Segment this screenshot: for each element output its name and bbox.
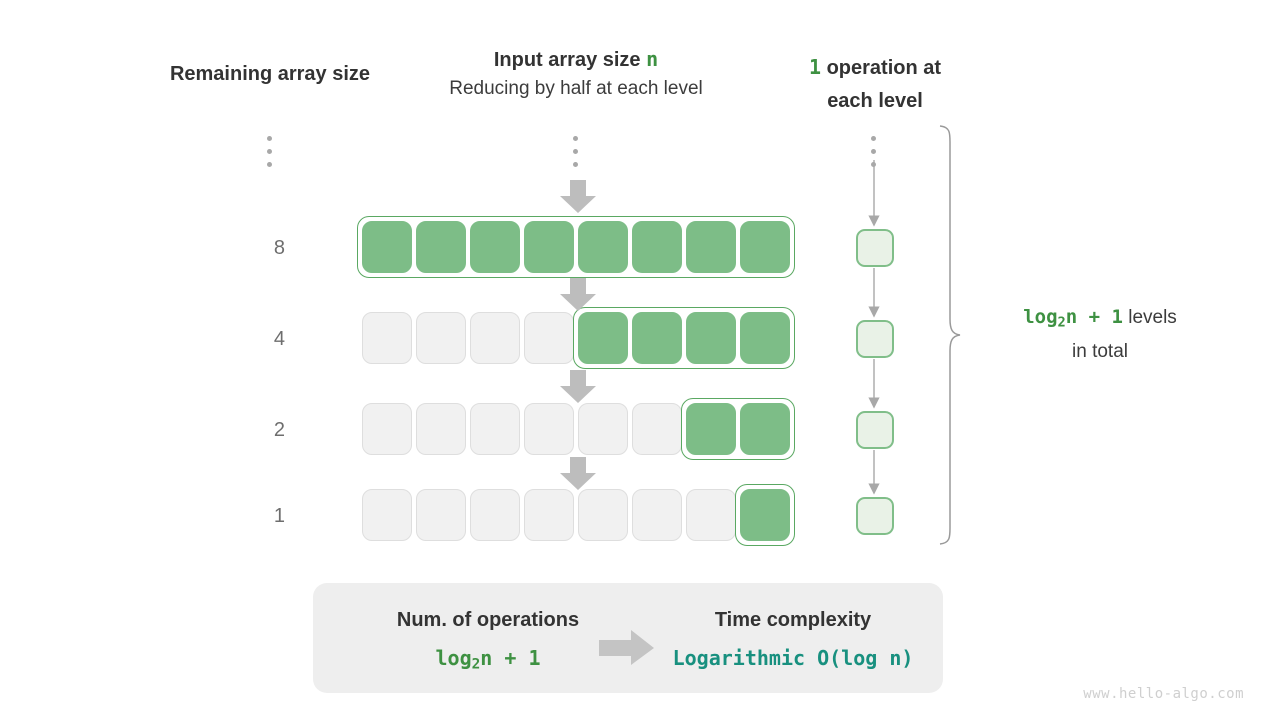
total-levels-text: log2n + 1 levels in total	[975, 303, 1225, 366]
array-cell-empty	[686, 489, 736, 541]
summary-complexity-value: Logarithmic O(log n)	[672, 646, 914, 670]
array-cell-active	[578, 221, 628, 273]
header-reducing-by-half: Reducing by half at each level	[449, 78, 703, 99]
header-operations-per-level: 1 operation at each level	[775, 51, 975, 118]
summary-operations-column: Num. of operations log2n + 1	[338, 609, 638, 673]
array-cell-active	[686, 221, 736, 273]
summary-operations-value: log2n + 1	[435, 646, 541, 673]
array-cell-empty	[416, 489, 466, 541]
down-arrow-to-level-1	[558, 457, 598, 491]
total-levels-line2: in total	[1072, 341, 1128, 363]
ellipsis-dots-middle	[573, 136, 581, 175]
array-cell-empty	[578, 489, 628, 541]
array-cell-empty	[416, 403, 466, 455]
operation-box-level-4	[856, 320, 894, 358]
array-cell-active	[740, 221, 790, 273]
down-arrow-to-level-2	[558, 370, 598, 404]
total-levels-formula: log2n + 1	[1023, 306, 1123, 331]
array-cell-active	[632, 312, 682, 364]
array-cell-empty	[524, 489, 574, 541]
summary-complexity-column: Time complexity Logarithmic O(log n)	[643, 609, 943, 670]
array-cell-empty	[524, 312, 574, 364]
row-label-1: 1	[273, 505, 285, 527]
array-cell-empty	[362, 403, 412, 455]
array-cell-empty	[470, 489, 520, 541]
row-label-2: 2	[273, 419, 285, 441]
array-cell-active	[740, 403, 790, 455]
header-remaining-array-size: Remaining array size	[169, 63, 371, 85]
array-cell-active	[416, 221, 466, 273]
array-cell-active	[524, 221, 574, 273]
array-cell-empty	[416, 312, 466, 364]
array-cell-empty	[362, 489, 412, 541]
array-cell-active	[632, 221, 682, 273]
array-cell-empty	[578, 403, 628, 455]
array-cell-empty	[470, 312, 520, 364]
header-operation-line1: operation at	[821, 57, 942, 79]
header-input-array-size-label: Input array size	[493, 49, 647, 71]
down-arrow-to-level-8	[558, 180, 598, 214]
array-cell-empty	[632, 403, 682, 455]
summary-panel: Num. of operations log2n + 1 Time comple…	[313, 583, 943, 693]
header-input-array-size-var: n	[646, 47, 659, 71]
summary-complexity-title: Time complexity	[714, 609, 872, 631]
array-cell-active	[740, 312, 790, 364]
array-cell-active	[686, 403, 736, 455]
summary-operations-title: Num. of operations	[396, 609, 580, 631]
array-cell-active	[470, 221, 520, 273]
array-cell-empty	[362, 312, 412, 364]
array-cell-active	[578, 312, 628, 364]
row-label-8: 8	[273, 237, 285, 259]
summary-implies-arrow	[599, 630, 655, 666]
total-levels-brace	[939, 125, 961, 545]
array-cell-active	[740, 489, 790, 541]
operation-box-level-2	[856, 411, 894, 449]
array-cell-empty	[632, 489, 682, 541]
row-label-4: 4	[273, 328, 285, 350]
array-cell-empty	[524, 403, 574, 455]
operation-box-level-8	[856, 229, 894, 267]
watermark: www.hello-algo.com	[1083, 686, 1244, 702]
ellipsis-dots-left	[267, 136, 275, 175]
total-levels-suffix: levels	[1122, 307, 1177, 328]
down-arrow-to-level-4	[558, 278, 598, 312]
array-cell-active	[362, 221, 412, 273]
array-cell-active	[686, 312, 736, 364]
header-operation-count: 1	[808, 55, 822, 79]
operation-connector-arrows	[868, 160, 880, 495]
header-operation-line2: each level	[827, 90, 923, 112]
array-cell-empty	[470, 403, 520, 455]
header-input-array-size: Input array size n	[416, 47, 736, 72]
operation-box-level-1	[856, 497, 894, 535]
